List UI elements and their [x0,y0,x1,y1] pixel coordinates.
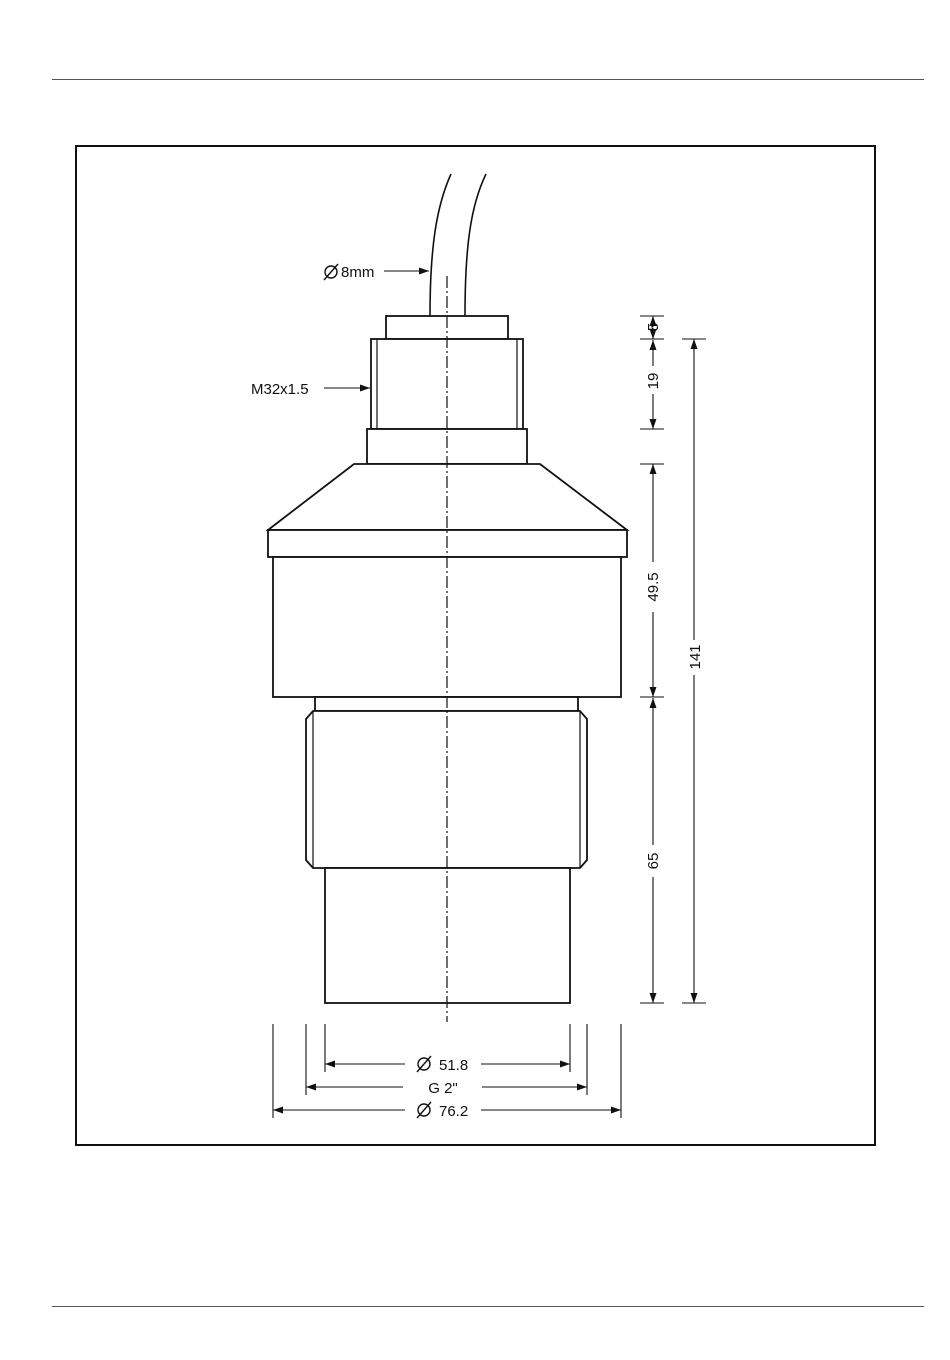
dim-141-label: 141 [687,644,704,669]
dim-51-8-label: 51.8 [439,1057,468,1074]
thread-g2-label: G 2" [428,1080,458,1097]
thread-m32-label: M32x1.5 [251,381,309,398]
dim-19-label: 19 [645,373,662,390]
diameter-symbol-icon [324,264,338,280]
thread-m32-callout: M32x1.5 [251,381,370,398]
dim-49-5-label: 49.5 [645,572,662,601]
cable-diameter-label: 8mm [341,264,374,281]
dim-76-2-label: 76.2 [439,1103,468,1120]
vertical-dimensions: 5 19 49.5 65 [640,316,664,1003]
dim-5-label: 5 [645,323,662,331]
diameter-symbol-icon [417,1056,431,1072]
horizontal-dimensions: 51.8 G 2" 76.2 [273,1024,621,1120]
cable [430,174,486,316]
diameter-symbol-icon [417,1102,431,1118]
dim-65-label: 65 [645,853,662,870]
overall-height-dimension: 141 [682,339,706,1003]
cable-diameter-callout: 8mm [324,264,429,281]
